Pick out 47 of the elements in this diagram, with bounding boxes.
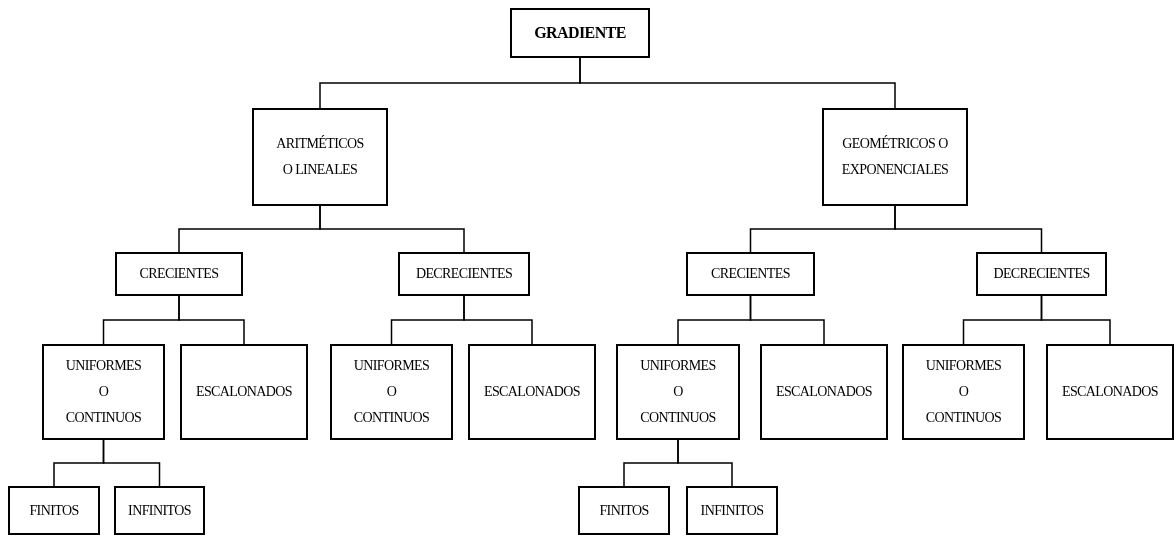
connector-line xyxy=(894,205,1043,253)
connector-line xyxy=(1040,295,1111,345)
category-box xyxy=(902,344,1025,440)
category-box xyxy=(578,486,670,535)
box-label: UNIFORMES O CONTINUOS xyxy=(640,357,716,427)
category-box xyxy=(686,486,778,535)
box-label: UNIFORMES O CONTINUOS xyxy=(65,357,142,427)
category-box xyxy=(822,108,968,206)
category-box xyxy=(1046,344,1174,440)
category-box xyxy=(616,344,740,440)
box-label: ESCALONADOS xyxy=(483,383,581,401)
category-box xyxy=(686,252,815,296)
connector-line xyxy=(677,439,733,487)
category-box xyxy=(42,344,165,440)
box-label: ESCALONADOS xyxy=(195,383,293,401)
box-label: GEOMÉTRICOS O EXPONENCIALES xyxy=(841,134,949,179)
connector-line xyxy=(749,295,825,345)
connector-line xyxy=(463,295,533,345)
connector-line xyxy=(579,57,896,109)
box-label: FINITOS xyxy=(599,501,649,520)
box-label: GRADIENTE xyxy=(534,23,626,43)
connector-line xyxy=(178,295,245,345)
box-label: CRECIENTES xyxy=(711,265,790,283)
box-label: UNIFORMES O CONTINUOS xyxy=(925,357,1002,427)
category-box xyxy=(180,344,308,440)
category-box xyxy=(114,486,205,535)
category-box xyxy=(398,252,530,296)
box-label: ARITMÉTICOS O LINEALES xyxy=(276,134,364,179)
connector-line xyxy=(319,205,465,253)
connector-line xyxy=(102,439,161,487)
category-box xyxy=(468,344,596,440)
category-box xyxy=(115,252,243,296)
box-label: UNIFORMES O CONTINUOS xyxy=(353,357,430,427)
box-label: ESCALONADOS xyxy=(775,383,873,401)
box-label: ESCALONADOS xyxy=(1061,383,1159,401)
box-label: DECRECIENTES xyxy=(415,265,513,283)
box-label: INFINITOS xyxy=(700,501,764,520)
category-box xyxy=(976,252,1107,296)
box-label: FINITOS xyxy=(29,501,79,520)
box-label: CRECIENTES xyxy=(139,265,219,283)
box-label: INFINITOS xyxy=(128,501,191,520)
root-box xyxy=(510,8,650,58)
category-box xyxy=(330,344,453,440)
category-box xyxy=(252,108,388,206)
category-box xyxy=(760,344,888,440)
box-label: DECRECIENTES xyxy=(993,265,1090,283)
category-box xyxy=(8,486,100,535)
